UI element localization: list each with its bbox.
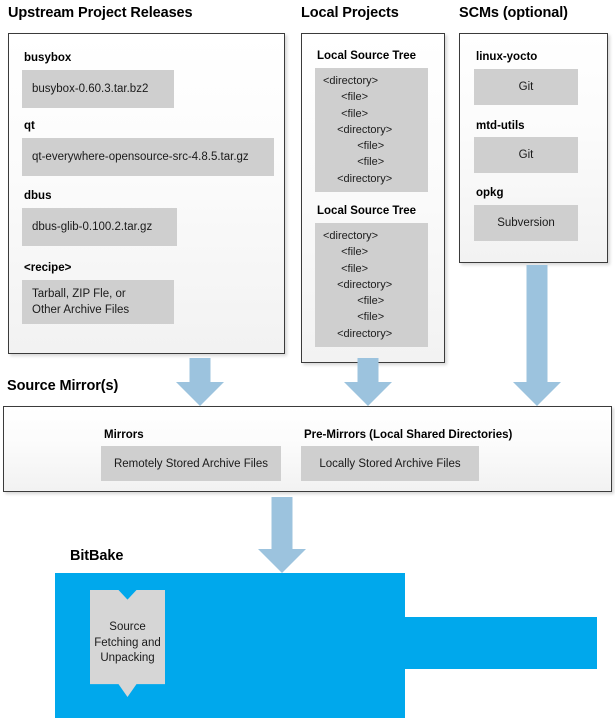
source-mirror-value-pre-mirrors: Locally Stored Archive Files (301, 446, 479, 481)
tree-line: <directory> (323, 230, 379, 242)
tree-line: <file> (335, 246, 369, 259)
upstream-item-value-recipe: Tarball, ZIP Fle, or Other Archive Files (22, 280, 174, 324)
upstream-project-releases-heading: Upstream Project Releases (8, 5, 193, 21)
upstream-item-label-dbus: dbus (24, 190, 52, 202)
tree-line: <file> (345, 295, 385, 308)
source-mirrors-heading: Source Mirror(s) (7, 378, 119, 394)
tree-line: <directory> (331, 278, 393, 291)
task-text-block: Source Fetching and Unpacking (94, 620, 161, 667)
source-mirror-label-pre-mirrors: Pre-Mirrors (Local Shared Directories) (304, 429, 513, 441)
source-mirror-value-mirrors: Remotely Stored Archive Files (101, 446, 281, 481)
source-fetching-and-unpacking-task: Source Fetching and Unpacking (90, 590, 165, 697)
scm-item-label-mtd-utils: mtd-utils (476, 120, 525, 132)
tree-line: <directory> (331, 327, 393, 340)
bitbake-output-arm (403, 617, 597, 669)
upstream-item-value-dbus: dbus-glib-0.100.2.tar.gz (22, 208, 177, 246)
scm-item-label-linux-yocto: linux-yocto (476, 51, 538, 63)
local-source-tree-label-1: Local Source Tree (317, 50, 417, 62)
arrow-upstream-to-source-mirrors (176, 358, 224, 406)
local-source-tree-listing-2: <directory> <file> <file> <directory> <f… (315, 223, 428, 347)
scm-item-label-opkg: opkg (476, 187, 504, 199)
task-text-line-2: Fetching and (94, 636, 161, 649)
upstream-item-label-busybox: busybox (24, 52, 72, 64)
upstream-item-label-qt: qt (24, 120, 35, 132)
recipe-value-line-2: Other Archive Files (32, 304, 130, 316)
arrow-source-mirrors-to-bitbake (258, 497, 306, 573)
tree-line: <directory> (331, 172, 393, 185)
source-mirror-label-mirrors: Mirrors (104, 429, 144, 441)
task-text-line-1: Source (109, 621, 146, 634)
task-text-line-3: Unpacking (100, 652, 155, 665)
upstream-item-value-busybox: busybox-0.60.3.tar.bz2 (22, 70, 174, 108)
tree-line: <file> (335, 91, 369, 104)
scm-item-value-opkg: Subversion (474, 205, 578, 241)
upstream-item-value-qt: qt-everywhere-opensource-src-4.8.5.tar.g… (22, 138, 274, 176)
bitbake-heading: BitBake (70, 548, 124, 564)
scms-heading: SCMs (optional) (459, 5, 568, 21)
local-source-tree-listing-1: <directory> <file> <file> <directory> <f… (315, 68, 428, 192)
recipe-value-line-1: Tarball, ZIP Fle, or (32, 288, 126, 300)
arrow-scms-to-source-mirrors (513, 265, 561, 406)
tree-line: <directory> (323, 75, 379, 87)
tree-line: <file> (335, 262, 369, 275)
tree-line: <file> (345, 140, 385, 153)
scm-item-value-mtd-utils: Git (474, 137, 578, 173)
arrow-local-projects-to-source-mirrors (344, 358, 392, 406)
tree-line: <directory> (331, 123, 393, 136)
tree-line: <file> (335, 107, 369, 120)
tree-line: <file> (345, 156, 385, 169)
upstream-item-label-recipe: <recipe> (24, 262, 72, 274)
local-projects-heading: Local Projects (301, 5, 399, 21)
local-source-tree-label-2: Local Source Tree (317, 205, 417, 217)
tree-line: <file> (345, 311, 385, 324)
scm-item-value-linux-yocto: Git (474, 69, 578, 105)
